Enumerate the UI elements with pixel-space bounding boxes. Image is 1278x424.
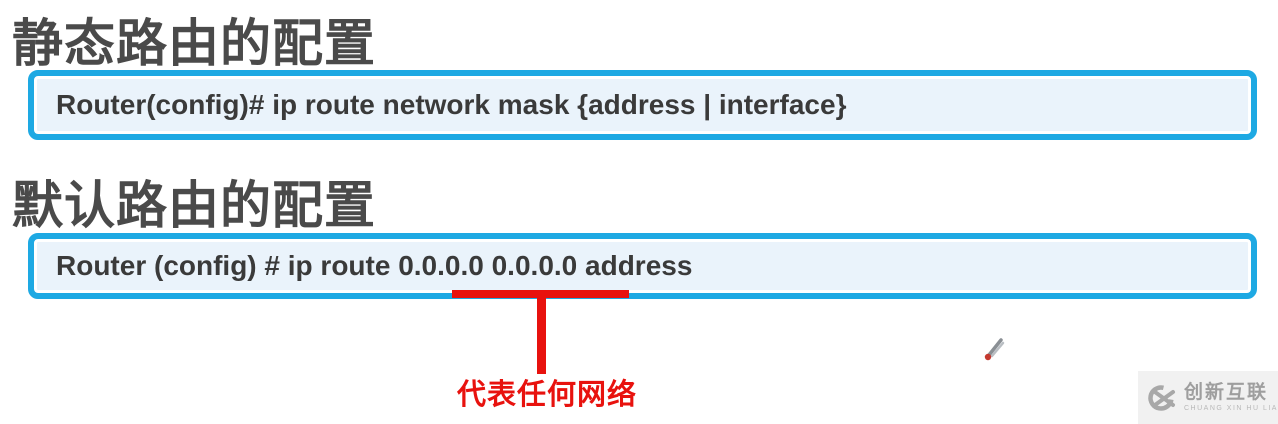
- annotation-connector-line: [537, 296, 546, 374]
- default-route-command-box: Router (config) # ip route 0.0.0.0 0.0.0…: [28, 233, 1257, 299]
- annotation-underline: [452, 290, 629, 298]
- default-route-title: 默认路由的配置: [12, 177, 377, 234]
- brand-subtitle: CHUANG XIN HU LIAN: [1184, 405, 1278, 412]
- watermark-badge: 创新互联 CHUANG XIN HU LIAN: [1138, 371, 1278, 424]
- pencil-cursor-icon: [984, 338, 1005, 361]
- brand-logo-icon: [1148, 384, 1175, 411]
- brand-text-block: 创新互联 CHUANG XIN HU LIAN: [1184, 383, 1278, 412]
- brand-name: 创新互联: [1184, 382, 1269, 403]
- default-route-command: Router (config) # ip route 0.0.0.0 0.0.0…: [56, 250, 693, 281]
- annotation-label: 代表任何网络: [456, 379, 637, 411]
- static-route-title: 静态路由的配置: [12, 15, 377, 72]
- static-route-command-box: Router(config)# ip route network mask {a…: [28, 70, 1257, 140]
- static-route-command: Router(config)# ip route network mask {a…: [56, 89, 847, 120]
